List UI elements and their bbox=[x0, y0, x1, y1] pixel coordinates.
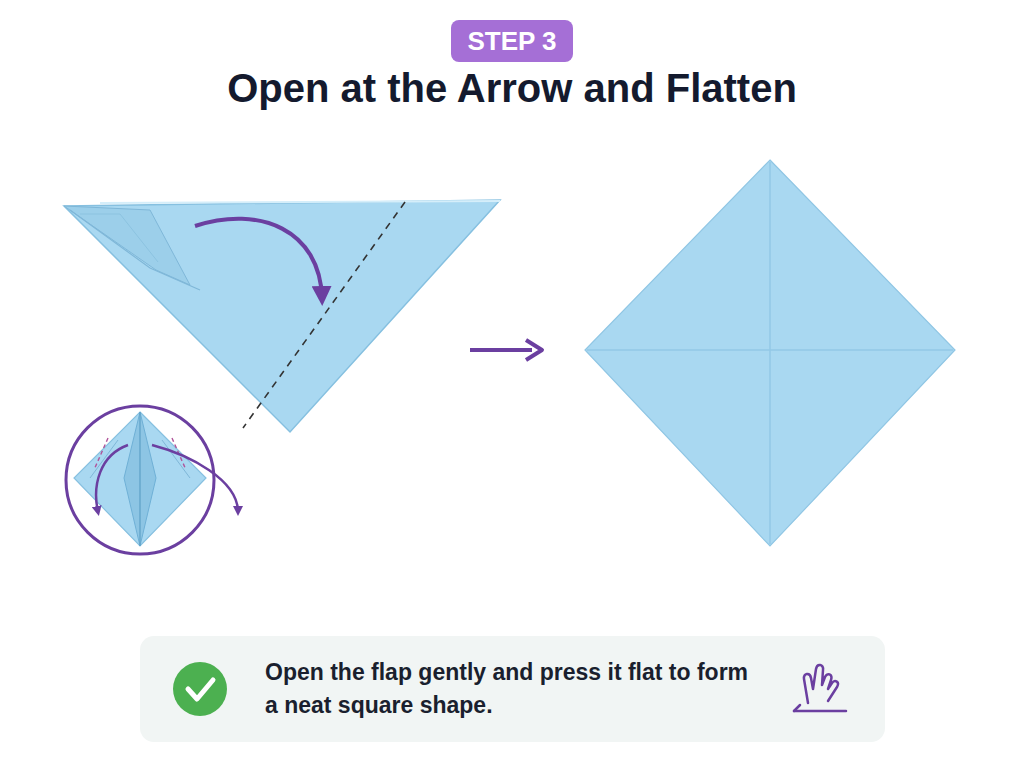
step-arrow bbox=[470, 340, 542, 360]
title: Open at the Arrow and Flatten bbox=[0, 66, 1024, 111]
folded-triangle bbox=[64, 200, 500, 432]
step-label: STEP 3 bbox=[467, 25, 556, 57]
note-icons bbox=[140, 636, 885, 742]
note-text: Open the flap gently and press it flat t… bbox=[265, 656, 765, 722]
check-icon bbox=[173, 662, 227, 716]
hand-icon bbox=[794, 665, 846, 711]
flattened-square bbox=[585, 160, 955, 546]
inset-detail bbox=[66, 406, 238, 554]
note-box: Open the flap gently and press it flat t… bbox=[140, 636, 885, 742]
step-badge: STEP 3 bbox=[451, 20, 572, 62]
